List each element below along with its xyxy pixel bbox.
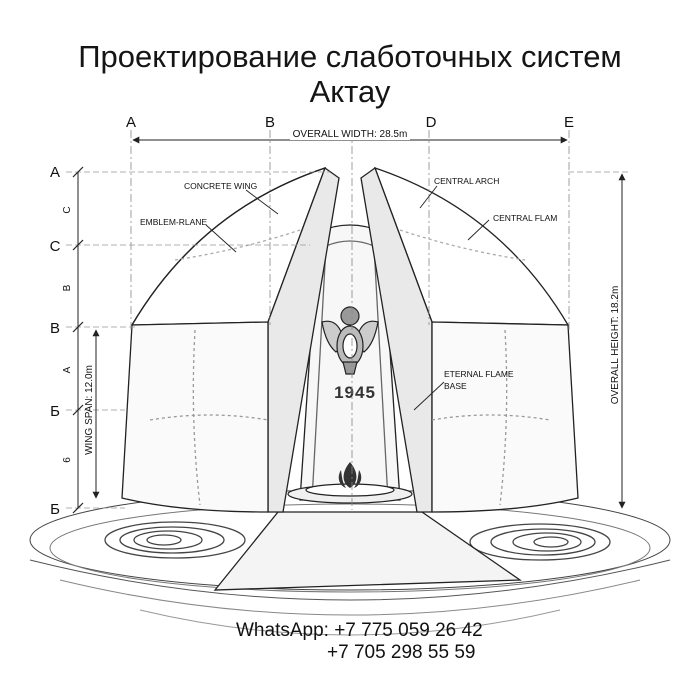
- row-label-b6-upper: Б: [50, 403, 60, 420]
- eternal-flame-label: ETERNAL FLAME: [444, 369, 514, 379]
- title-line-2: Актау: [309, 74, 391, 109]
- title-line-1: Проектирование слаботочных систем: [78, 39, 622, 74]
- concrete-wing-label: CONCRETE WING: [184, 181, 257, 191]
- left-concrete-wing: [121, 166, 340, 513]
- eternal-flame-base: [287, 483, 413, 504]
- plaza-spiral-left: [104, 521, 246, 559]
- row-label-b: B: [50, 320, 60, 337]
- segment-label-6: 6: [62, 457, 73, 463]
- central-walkway: [213, 511, 522, 591]
- right-concrete-wing: [360, 166, 579, 513]
- segment-label-c: C: [62, 206, 73, 213]
- plaza-ground: [29, 489, 671, 636]
- central-arch-label: CENTRAL ARCH: [434, 176, 499, 186]
- overall-height-label: OVERALL HEIGHT: 18.2m: [610, 286, 621, 405]
- flame-icon: [338, 462, 362, 488]
- segment-label-b: B: [62, 284, 73, 291]
- row-label-c: C: [50, 238, 61, 255]
- wing-span-label: WING SPAN: 12.0m: [84, 365, 95, 455]
- column-label-a: A: [126, 114, 136, 131]
- eternal-flame-base-label: BASE: [444, 381, 467, 391]
- row-label-a: A: [50, 164, 60, 181]
- central-flam-label: CENTRAL FLAM: [493, 213, 557, 223]
- column-label-b: B: [265, 114, 275, 131]
- column-label-e: E: [564, 114, 574, 131]
- row-label-b6-lower: Б: [50, 501, 60, 518]
- emblem-plane-label: EMBLEM-RLANE: [140, 217, 207, 227]
- column-gridlines: [130, 130, 570, 330]
- column-label-d: D: [426, 114, 437, 131]
- emblem-icon: [321, 306, 379, 375]
- dimension-ticks: [72, 166, 84, 514]
- overall-width-label: OVERALL WIDTH: 28.5m: [293, 129, 408, 140]
- callout-leaders: [205, 185, 490, 411]
- segment-label-a: A: [62, 366, 73, 373]
- plaza-spiral-right: [469, 523, 611, 561]
- whatsapp-contact-line-2: +7 705 298 55 59: [327, 642, 476, 663]
- year-label: 1945: [334, 383, 376, 402]
- whatsapp-contact-line-1: WhatsApp: +7 775 059 26 42: [236, 620, 483, 641]
